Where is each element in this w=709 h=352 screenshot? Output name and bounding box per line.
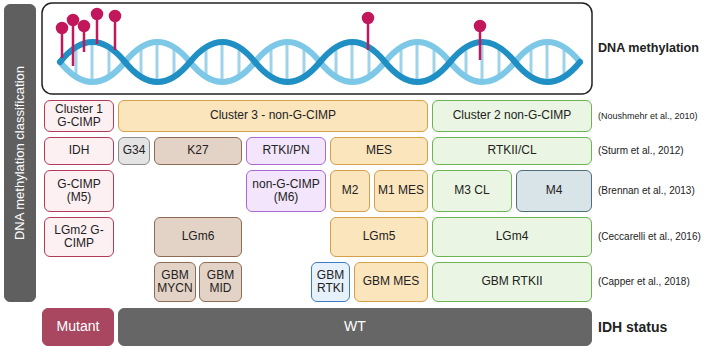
box-label: GBM RTKI — [314, 269, 347, 295]
class-box: non-G-CIMP (M6) — [246, 170, 326, 212]
box-label: non-G-CIMP (M6) — [249, 178, 323, 204]
class-box: LGm5 — [330, 217, 428, 257]
class-box: M2 — [330, 170, 370, 212]
citation: (Ceccarelli et al., 2016) — [598, 231, 701, 243]
box-label: MES — [366, 144, 392, 157]
class-box: M1 MES — [374, 170, 428, 212]
status-box: WT — [118, 308, 592, 346]
class-box: LGm4 — [432, 217, 592, 257]
row-heading: IDH status — [598, 319, 667, 335]
citation: (Brennan et al., 2013) — [598, 185, 695, 197]
box-label: GBM MYCN — [157, 269, 193, 295]
class-box: RTKII/CL — [432, 137, 592, 165]
class-box: IDH — [44, 137, 114, 165]
class-box: GBM RTKI — [311, 262, 350, 302]
status-box: Mutant — [42, 308, 114, 346]
box-label: IDH — [69, 144, 90, 157]
class-box: GBM MID — [199, 262, 242, 302]
citation: (Capper et al., 2018) — [598, 276, 690, 288]
class-box: G34 — [118, 137, 150, 165]
box-label: GBM MES — [363, 275, 420, 288]
class-box: LGm2 G-CIMP — [44, 217, 114, 257]
box-label: K27 — [187, 144, 208, 157]
box-label: G-CIMP (M5) — [47, 178, 111, 204]
box-label: M4 — [546, 184, 563, 197]
box-label: M1 MES — [378, 184, 424, 197]
box-label: LGm4 — [496, 230, 529, 243]
axis-band: DNA methylation classification — [4, 4, 36, 302]
class-box: K27 — [154, 137, 242, 165]
box-label: LGm5 — [363, 230, 396, 243]
box-label: Mutant — [57, 319, 100, 334]
helix-strand — [60, 42, 580, 82]
citation: (Noushmehr et al., 2010) — [598, 111, 698, 121]
class-box: GBM MES — [354, 262, 428, 302]
helix-strand — [60, 42, 580, 82]
box-label: LGm6 — [182, 230, 215, 243]
box-label: Cluster 2 non-G-CIMP — [453, 109, 572, 122]
cluster-box: Cluster 3 - non-G-CIMP — [118, 100, 428, 132]
box-label: M3 CL — [454, 184, 489, 197]
class-box: G-CIMP (M5) — [44, 170, 114, 212]
class-box: MES — [330, 137, 428, 165]
class-box: LGm6 — [154, 217, 242, 257]
class-box: RTKI/PN — [246, 137, 326, 165]
box-label: Cluster 3 - non-G-CIMP — [210, 109, 336, 122]
class-box: M3 CL — [432, 170, 512, 212]
box-label: GBM RTKII — [481, 275, 542, 288]
class-box: GBM RTKII — [432, 262, 592, 302]
box-label: DNA methylation classification — [13, 66, 27, 240]
citation: (Sturm et al., 2012) — [598, 145, 684, 157]
box-label: RTKII/CL — [487, 144, 536, 157]
box-label: GBM MID — [202, 269, 239, 295]
cluster-box: Cluster 1 G-CIMP — [44, 100, 114, 132]
class-box: M4 — [516, 170, 592, 212]
box-label: M2 — [342, 184, 359, 197]
illustration-frame — [42, 3, 592, 94]
row-heading: DNA methylation — [598, 41, 699, 55]
class-box: GBM MYCN — [154, 262, 196, 302]
box-label: LGm2 G-CIMP — [47, 224, 111, 250]
box-label: WT — [344, 319, 366, 334]
box-label: RTKI/PN — [262, 144, 309, 157]
box-label: G34 — [123, 144, 146, 157]
methyl-marks — [57, 9, 485, 66]
box-label: Cluster 1 G-CIMP — [47, 103, 111, 129]
cluster-box: Cluster 2 non-G-CIMP — [432, 100, 592, 132]
